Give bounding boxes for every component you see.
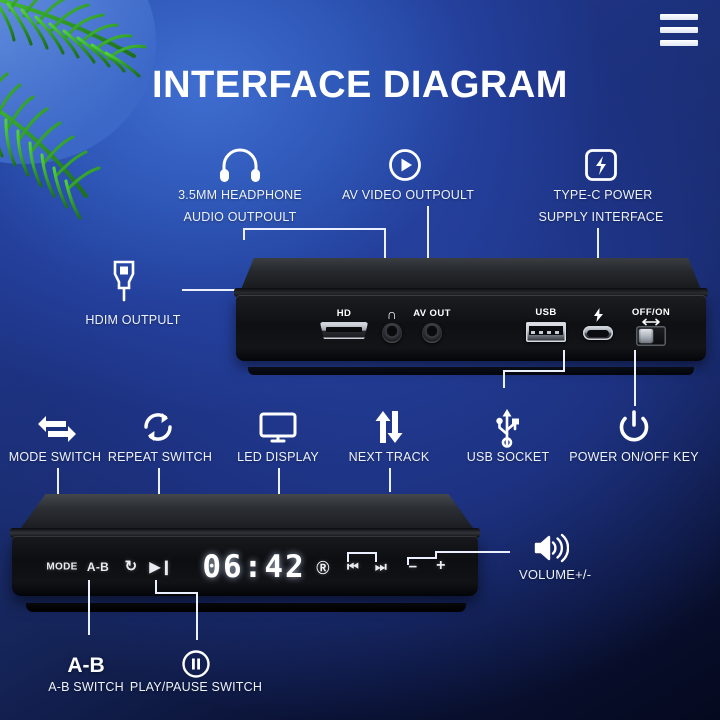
ab-switch-label: A-B SWITCH bbox=[48, 680, 124, 694]
rear-device-face: HD ∩ AV OUT USB OFF/ON bbox=[236, 295, 706, 361]
leader-usb-bridge bbox=[503, 370, 565, 372]
leader-power-drop bbox=[634, 350, 636, 406]
leader-usb-stem bbox=[503, 370, 505, 388]
hd-port-label: HD bbox=[336, 308, 352, 319]
usb-port-label: USB bbox=[535, 307, 557, 318]
power-switch-label: OFF/ON bbox=[631, 307, 671, 318]
hdmi-callout-label: HDIM OUTPULT bbox=[85, 313, 181, 327]
leader-headphone-stem bbox=[243, 228, 245, 240]
leader-playpause-bridge bbox=[155, 592, 198, 594]
leader-next-stem bbox=[389, 468, 391, 492]
rear-device-lip bbox=[234, 288, 708, 297]
leader-volume-line bbox=[435, 551, 510, 553]
av-video-callout-label: AV VIDEO OUTPOULT bbox=[341, 188, 475, 202]
leader-next-tick bbox=[375, 552, 377, 562]
repeat-switch-icon bbox=[141, 410, 175, 449]
front-device-top bbox=[18, 494, 476, 532]
front-device-foot bbox=[26, 603, 466, 612]
power-key-label: POWER ON/OFF KEY bbox=[569, 450, 699, 464]
led-display-icon bbox=[259, 412, 297, 449]
front-next-track-button[interactable]: ⏭ bbox=[375, 559, 387, 574]
front-volume-down-button[interactable]: − bbox=[408, 558, 418, 576]
play-pause-switch-label: PLAY/PAUSE SWITCH bbox=[129, 680, 263, 694]
leader-vol-minus-tick bbox=[407, 557, 409, 565]
page-title-highlight: DIAGRAM bbox=[380, 64, 573, 106]
power-slide-switch[interactable] bbox=[636, 326, 666, 346]
menu-bar-1 bbox=[660, 14, 698, 20]
leader-vol-plus-tick bbox=[435, 551, 437, 559]
leader-playpause-stem bbox=[155, 580, 157, 592]
volume-callout-label: VOLUME+/- bbox=[519, 567, 592, 582]
av-out-jack[interactable] bbox=[422, 323, 442, 343]
front-mode-button[interactable]: MODE bbox=[46, 561, 78, 573]
charging-bolt-icon bbox=[594, 308, 603, 322]
ir-sensor-icon: Ⓡ bbox=[316, 560, 330, 576]
leader-playpause-drop bbox=[196, 592, 198, 640]
front-ab-button[interactable]: A-B bbox=[86, 560, 110, 574]
headphone-port-symbol: ∩ bbox=[386, 306, 398, 322]
front-play-pause-button[interactable]: ▶❙ bbox=[149, 558, 173, 575]
front-prev-track-button[interactable]: ⏮ bbox=[347, 559, 359, 574]
leader-mode-stem bbox=[57, 468, 59, 494]
switch-arrow-icon bbox=[642, 318, 660, 326]
headphone-callout-line1: 3.5MM HEADPHONE bbox=[178, 188, 302, 202]
rear-device-top bbox=[240, 258, 702, 292]
page-title-plain: INTERFACE bbox=[152, 64, 383, 106]
rear-panel-device: HD ∩ AV OUT USB OFF/ON bbox=[232, 258, 710, 375]
front-device-face: MODE A-B ↻ ▶❙ 06:42 Ⓡ ⏮ ⏭ − + bbox=[12, 536, 478, 596]
led-display-value: 06:42 bbox=[202, 549, 306, 585]
hamburger-menu-icon[interactable] bbox=[660, 14, 698, 46]
usb-socket-icon bbox=[494, 408, 520, 453]
hdmi-port[interactable] bbox=[320, 322, 368, 339]
play-circle-icon bbox=[388, 148, 422, 187]
palm-leaf-decoration bbox=[0, 0, 156, 220]
leader-headphone-bridge bbox=[243, 228, 386, 230]
leader-ab-stem bbox=[88, 580, 90, 635]
menu-bar-3 bbox=[660, 40, 698, 46]
usb-socket-label: USB SOCKET bbox=[466, 450, 550, 464]
next-track-label: NEXT TRACK bbox=[348, 450, 430, 464]
headphone-jack[interactable] bbox=[382, 323, 402, 343]
mode-switch-label: MODE SWITCH bbox=[8, 450, 102, 464]
leader-prevnext-bridge bbox=[347, 552, 376, 554]
pause-circle-icon bbox=[182, 650, 210, 683]
power-key-icon bbox=[618, 410, 650, 449]
front-device-lip bbox=[10, 528, 480, 538]
led-display-label: LED DISPLAY bbox=[237, 450, 319, 464]
leader-repeat-stem bbox=[158, 468, 160, 494]
repeat-switch-label: REPEAT SWITCH bbox=[107, 450, 213, 464]
av-out-port-label: AV OUT bbox=[413, 308, 451, 319]
typec-callout-line2: SUPPLY INTERFACE bbox=[538, 210, 664, 224]
headphone-callout-line2: AUDIO OUTPOULT bbox=[183, 210, 297, 224]
ab-switch-big-label: A-B bbox=[67, 654, 105, 677]
mode-switch-icon bbox=[36, 412, 78, 451]
page-title: INTERFACE DIAGRAM bbox=[0, 64, 720, 107]
usb-c-port[interactable] bbox=[583, 326, 613, 340]
leader-av-drop bbox=[427, 206, 429, 292]
front-repeat-button[interactable]: ↻ bbox=[124, 558, 138, 575]
headphones-icon bbox=[219, 148, 261, 187]
rear-device-foot bbox=[248, 367, 694, 375]
hdmi-plug-icon bbox=[109, 258, 139, 309]
battery-charging-icon bbox=[584, 148, 618, 187]
front-volume-up-button[interactable]: + bbox=[436, 557, 446, 574]
typec-callout-line1: TYPE-C POWER bbox=[553, 188, 653, 202]
usb-a-port[interactable] bbox=[526, 322, 566, 342]
leader-vol-bridge bbox=[407, 557, 436, 559]
leader-hdmi-line bbox=[182, 289, 272, 291]
front-panel-device: MODE A-B ↻ ▶❙ 06:42 Ⓡ ⏮ ⏭ − + bbox=[6, 494, 486, 612]
leader-usb-riser bbox=[563, 350, 565, 372]
leader-prev-tick bbox=[347, 552, 349, 562]
menu-bar-2 bbox=[660, 27, 698, 33]
next-track-icon bbox=[372, 410, 406, 449]
speaker-volume-icon bbox=[533, 533, 570, 568]
